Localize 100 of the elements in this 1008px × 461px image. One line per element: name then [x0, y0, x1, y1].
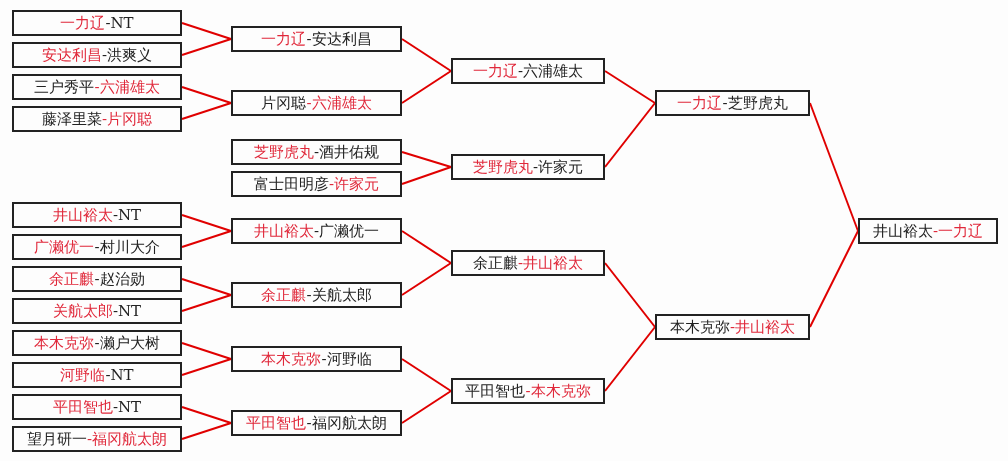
- connector-line: [181, 422, 232, 440]
- connector-line: [401, 230, 452, 264]
- winner-name: 关航太郎: [52, 301, 113, 321]
- player-name: -关航太郎: [306, 285, 372, 305]
- player-name: 片冈聪: [261, 93, 307, 113]
- connector-line: [181, 214, 232, 232]
- match-box: [231, 26, 402, 52]
- connector-line: [181, 230, 232, 248]
- match-box: [451, 58, 605, 84]
- player-name: 藤泽里菜: [41, 109, 102, 129]
- winner-name: 一力辽: [261, 29, 307, 49]
- connector-line: [401, 38, 452, 72]
- winner-name: -福冈航太朗: [86, 429, 168, 449]
- player-name: -广濑优一: [313, 221, 380, 241]
- player-name: -NT: [105, 366, 134, 384]
- winner-name: 广濑优一: [34, 237, 95, 257]
- match-box: [12, 74, 182, 100]
- connector-line: [181, 38, 232, 56]
- connector-line: [181, 294, 232, 312]
- player-name: -洪爽义: [101, 45, 153, 65]
- connector-line: [181, 102, 232, 120]
- winner-name: 平田智也: [246, 413, 307, 433]
- player-name: -酒井佑规: [313, 142, 380, 162]
- player-name: 本木克弥: [669, 317, 730, 337]
- connector-line: [401, 358, 452, 392]
- player-name: 余正麒: [472, 253, 518, 273]
- connector-line: [181, 86, 232, 104]
- winner-name: 河野临: [60, 365, 106, 385]
- connector-line: [181, 278, 232, 296]
- match-box: [12, 10, 182, 36]
- match-box: [12, 362, 182, 388]
- winner-name: 余正麒: [261, 285, 307, 305]
- match-box: [12, 234, 182, 260]
- winner-name: 一力辽: [60, 13, 106, 33]
- connector-line: [604, 326, 656, 392]
- winner-name: 井山裕太: [52, 205, 113, 225]
- player-name: -NT: [112, 398, 142, 416]
- match-box: [231, 139, 402, 165]
- connector-line: [181, 406, 232, 424]
- winner-name: -片冈聪: [101, 109, 153, 129]
- winner-name: -一力辽: [932, 221, 984, 241]
- match-box: [12, 426, 182, 452]
- player-name: -NT: [105, 14, 134, 32]
- player-name: -福冈航太朗: [306, 413, 387, 433]
- connector-line: [401, 390, 452, 424]
- connector-line: [604, 262, 656, 328]
- winner-name: 井山裕太: [253, 221, 314, 241]
- player-name: -芝野虎丸: [722, 93, 788, 113]
- player-name: -安达利昌: [306, 29, 372, 49]
- match-box: [12, 394, 182, 420]
- player-name: 望月研一: [26, 429, 87, 449]
- connector-line: [401, 166, 452, 185]
- player-name: -村川大介: [94, 237, 160, 257]
- match-box: [231, 282, 402, 308]
- winner-name: -六浦雄太: [94, 77, 160, 97]
- player-name: -许家元: [532, 157, 584, 177]
- winner-name: -六浦雄太: [306, 93, 372, 113]
- player-name: 平田智也: [465, 381, 526, 401]
- connector-line: [809, 230, 859, 328]
- match-box: [451, 154, 605, 180]
- match-box: [12, 298, 182, 324]
- winner-name: 一力辽: [472, 61, 518, 81]
- player-name: -六浦雄太: [517, 61, 584, 81]
- winner-name: 平田智也: [52, 397, 113, 417]
- winner-name: 本木克弥: [261, 349, 322, 369]
- connector-line: [604, 102, 656, 168]
- match-box: [12, 330, 182, 356]
- winner-name: 余正麒: [49, 269, 95, 289]
- connector-line: [401, 70, 452, 104]
- match-box: [12, 266, 182, 292]
- winner-name: -本木克弥: [525, 381, 591, 401]
- match-box: [231, 171, 402, 197]
- match-box: [231, 218, 402, 244]
- match-box: [655, 314, 810, 340]
- match-box: [231, 90, 402, 116]
- player-name: 井山裕太: [872, 221, 933, 241]
- connector-line: [401, 262, 452, 296]
- winner-name: -许家元: [328, 174, 380, 194]
- winner-name: -井山裕太: [517, 253, 584, 273]
- winner-name: -井山裕太: [729, 317, 796, 337]
- player-name: -NT: [112, 302, 142, 320]
- winner-name: 本木克弥: [34, 333, 95, 353]
- winner-name: 芝野虎丸: [253, 142, 314, 162]
- match-box: [12, 106, 182, 132]
- connector-line: [401, 151, 452, 168]
- connector-line: [181, 22, 232, 40]
- match-box: [231, 346, 402, 372]
- player-name: 富士田明彦: [253, 174, 329, 194]
- match-box: [12, 202, 182, 228]
- match-box: [451, 378, 605, 404]
- winner-name: 安达利昌: [41, 45, 102, 65]
- player-name: 三户秀平: [34, 77, 95, 97]
- player-name: -赵治勋: [94, 269, 145, 289]
- connector-line: [181, 342, 232, 360]
- connector-line: [181, 358, 232, 376]
- player-name: -濑户大树: [94, 333, 160, 353]
- player-name: -河野临: [321, 349, 372, 369]
- connector-line: [604, 70, 656, 104]
- match-box: [655, 90, 810, 116]
- match-box: [12, 42, 182, 68]
